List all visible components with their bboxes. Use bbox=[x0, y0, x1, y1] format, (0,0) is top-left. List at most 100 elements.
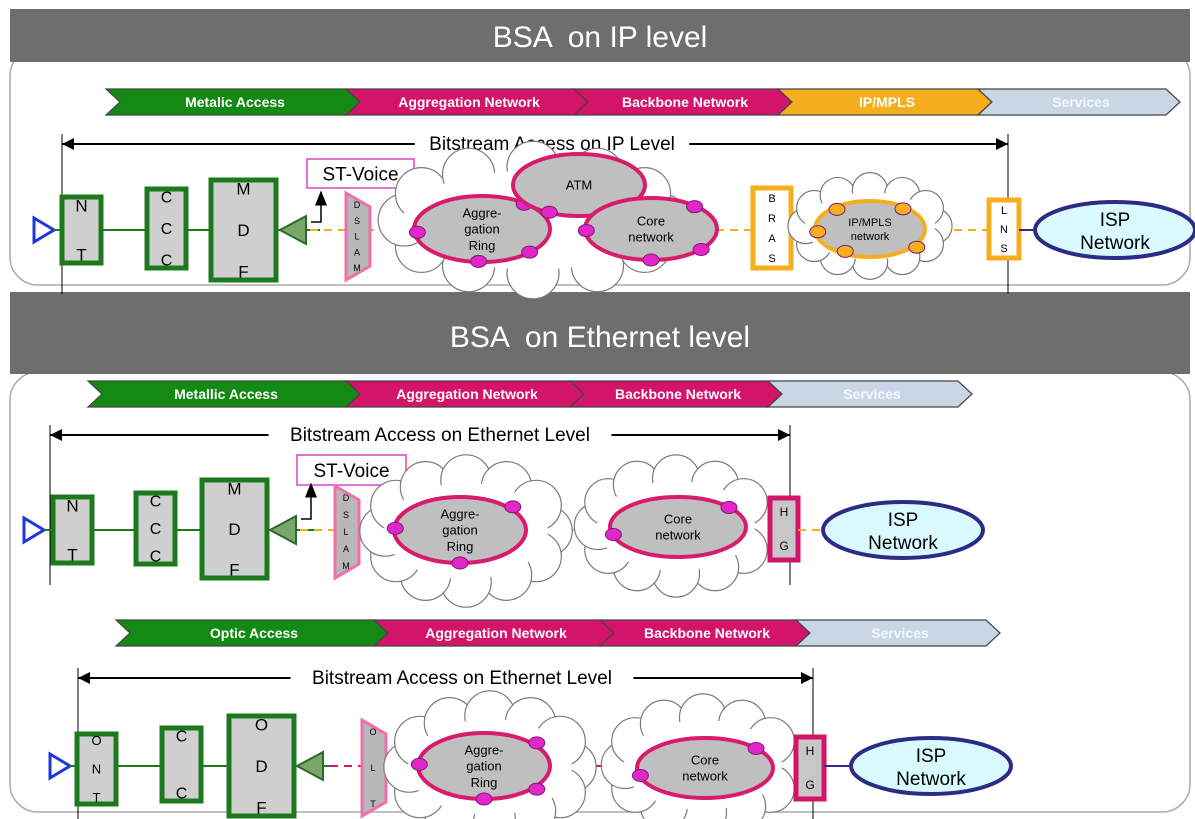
eth-core-ring-node bbox=[720, 501, 738, 514]
eth-span-label: Bitstream Access on Ethernet Level bbox=[290, 425, 590, 446]
ip-isp-network-label: Network bbox=[1080, 233, 1150, 254]
optic-splitter-triangle bbox=[294, 750, 324, 782]
eth-splitter-triangle bbox=[267, 514, 297, 546]
eth-span-label-bg bbox=[268, 423, 612, 445]
ip-agg-ring-label: gation bbox=[464, 222, 499, 237]
ip-bras-box-label: A bbox=[768, 233, 776, 245]
eth-dslam-label: M bbox=[342, 561, 350, 571]
eth-arrow-right bbox=[778, 429, 790, 441]
eth-agg-ring-node bbox=[451, 556, 469, 570]
ip-cc-box-label: C bbox=[161, 190, 173, 207]
ip-core-ring-node bbox=[686, 200, 704, 214]
ip-agg-ring-node bbox=[521, 245, 539, 259]
ip-mpls-ring-node bbox=[809, 225, 827, 239]
ip-mpls-ring-label: network bbox=[851, 231, 890, 243]
eth-cc-box-label: C bbox=[150, 521, 162, 538]
ip-stage-label: Aggregation Network bbox=[398, 94, 540, 110]
ip-splitter-triangle bbox=[277, 214, 307, 246]
eth-agg-ring-node bbox=[386, 521, 404, 535]
eth-agg-ring-label: gation bbox=[442, 523, 477, 538]
ip-core-ring-node bbox=[642, 253, 660, 267]
ip-cc-box-label: C bbox=[161, 221, 173, 238]
optic-core-ring-node bbox=[631, 769, 649, 782]
optic-core-ring-node bbox=[747, 742, 765, 755]
optic-isp-network-label: ISP bbox=[916, 746, 947, 767]
ip-bras-box bbox=[750, 185, 794, 271]
eth-cc-box-label: C bbox=[150, 494, 162, 511]
eth-dslam-label: S bbox=[343, 510, 349, 520]
ip-core-ring-label: Core bbox=[637, 213, 665, 228]
eth-stage-label: Aggregation Network bbox=[396, 386, 538, 402]
ip-voice-arrow bbox=[311, 190, 327, 223]
eth-agg-ring-node bbox=[504, 500, 522, 514]
ip-core-ring-node bbox=[692, 242, 710, 256]
optic-isp-network bbox=[849, 736, 1013, 796]
ethernet-section-title: BSA on Ethernet level bbox=[450, 321, 750, 354]
ip-bras-box-label: R bbox=[768, 213, 776, 225]
eth-nt-box-label: N bbox=[66, 496, 78, 515]
optic-olt-label: T bbox=[370, 799, 376, 809]
ip-stage-label: IP/MPLS bbox=[859, 94, 915, 110]
ip-section-title: BSA on IP level bbox=[493, 21, 708, 54]
ip-mpls-ring-node bbox=[894, 202, 912, 216]
optic-odf-box bbox=[226, 713, 297, 819]
ip-isp-network bbox=[1033, 200, 1195, 260]
ip-mpls-ring-node bbox=[828, 202, 846, 216]
ip-nt-box bbox=[59, 194, 104, 266]
ip-mdf-box-label: D bbox=[237, 221, 249, 240]
optic-olt-label: L bbox=[370, 763, 375, 773]
ip-stage-label: Metalic Access bbox=[185, 94, 285, 110]
eth-dslam-label: D bbox=[343, 493, 350, 503]
ip-core-ring-label: network bbox=[628, 230, 674, 245]
optic-hg-box-label: G bbox=[805, 778, 814, 792]
optic-span-label: Bitstream Access on Ethernet Level bbox=[312, 668, 612, 689]
optic-isp-network-label: Network bbox=[896, 769, 966, 790]
ip-core-ring-node bbox=[577, 224, 595, 238]
optic-span-label-bg bbox=[290, 666, 634, 688]
ip-cc-box-label: C bbox=[161, 253, 173, 270]
optic-ont-box-label: N bbox=[92, 762, 101, 777]
eth-cc-box-label: C bbox=[150, 549, 162, 566]
ip-mpls-ring-node bbox=[836, 244, 854, 258]
optic-stage-label: Services bbox=[871, 625, 929, 641]
ip-atm-ring bbox=[511, 152, 647, 218]
ip-header-bar bbox=[10, 9, 1190, 62]
eth-mdf-box bbox=[199, 477, 270, 581]
optic-odf-box-label: O bbox=[255, 715, 268, 734]
eth-cc-box bbox=[133, 490, 178, 567]
optic-stage-label: Optic Access bbox=[210, 625, 298, 641]
optic-cc-box-label: C bbox=[176, 729, 188, 746]
eth-core-ring-node bbox=[604, 528, 622, 541]
ip-arrow-right bbox=[996, 138, 1008, 150]
ip-isp-network-label: ISP bbox=[1100, 210, 1131, 231]
eth-mdf-box-label: D bbox=[228, 520, 240, 539]
ip-agg-ring-label: Ring bbox=[469, 238, 496, 253]
ip-bras-box-label: B bbox=[768, 193, 775, 205]
ip-voice-box bbox=[306, 158, 415, 189]
optic-odf-box-label: F bbox=[256, 798, 266, 817]
eth-voice-label: ST-Voice bbox=[313, 461, 389, 482]
ip-mdf-box-label: F bbox=[238, 262, 248, 281]
eth-agg-ring-label: Aggre- bbox=[440, 506, 479, 521]
ip-atm-ring-label: ATM bbox=[566, 178, 592, 193]
ip-mdf-box-label: M bbox=[236, 179, 250, 198]
eth-stage-4 bbox=[766, 380, 973, 408]
eth-core-ring-label: Core bbox=[664, 511, 692, 526]
ip-span-label-bg bbox=[414, 132, 690, 154]
optic-core-ring-label: Core bbox=[691, 752, 719, 767]
eth-voice-arrow bbox=[301, 482, 317, 520]
optic-agg-ring-node bbox=[410, 757, 428, 771]
eth-nt-box bbox=[50, 494, 95, 566]
optic-agg-ring-node bbox=[528, 736, 546, 750]
eth-hg-box-label: G bbox=[779, 539, 788, 553]
ip-arrow-left bbox=[62, 138, 74, 150]
ip-bras-box-label: S bbox=[768, 253, 775, 265]
ip-dslam-label: D bbox=[354, 200, 361, 210]
optic-arrow-left bbox=[78, 672, 90, 684]
eth-stage-label: Services bbox=[843, 386, 901, 402]
eth-dslam bbox=[333, 483, 361, 581]
optic-stage-label: Backbone Network bbox=[644, 625, 770, 641]
optic-agg-ring-label: gation bbox=[466, 759, 501, 774]
eth-isp-network bbox=[821, 500, 985, 560]
optic-hg-box bbox=[793, 734, 827, 802]
